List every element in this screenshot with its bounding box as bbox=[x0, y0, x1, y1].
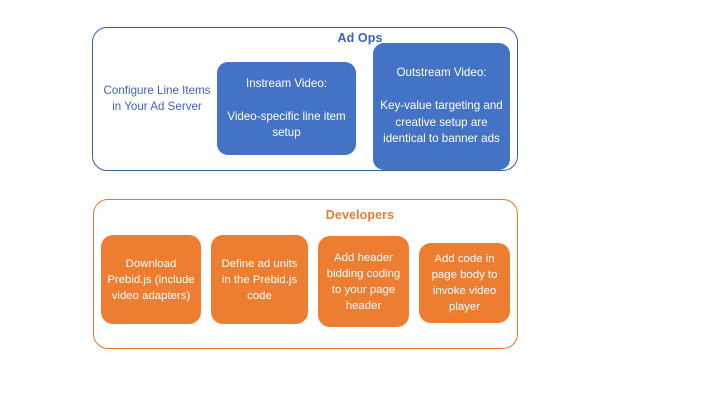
card-add-header-bidding-code-label: Add header bidding coding to your page h… bbox=[326, 251, 401, 312]
card-define-ad-units-label: Define ad units in the Prebid.js code bbox=[221, 257, 298, 302]
text-configure-line-items-label: Configure Line Items in Your Ad Server bbox=[103, 84, 211, 113]
card-download-prebid-label: Download Prebid.js (include video adapte… bbox=[107, 257, 195, 302]
card-instream-video: Instream Video: Video-specific line item… bbox=[217, 62, 356, 155]
card-add-page-body-code-label: Add code in page body to invoke video pl… bbox=[431, 253, 498, 313]
card-add-header-bidding-code: Add header bidding coding to your page h… bbox=[318, 236, 409, 327]
card-download-prebid: Download Prebid.js (include video adapte… bbox=[101, 235, 201, 324]
card-outstream-video: Outstream Video: Key-value targeting and… bbox=[373, 43, 510, 170]
card-instream-video-label: Instream Video: Video-specific line item… bbox=[227, 76, 346, 140]
text-configure-line-items: Configure Line Items in Your Ad Server bbox=[101, 68, 213, 130]
group-title-ad-ops: Ad Ops bbox=[337, 31, 383, 45]
card-add-page-body-code: Add code in page body to invoke video pl… bbox=[419, 243, 510, 323]
group-title-developers: Developers bbox=[325, 208, 395, 222]
card-outstream-video-label: Outstream Video: Key-value targeting and… bbox=[380, 66, 503, 146]
card-define-ad-units: Define ad units in the Prebid.js code bbox=[211, 235, 308, 324]
